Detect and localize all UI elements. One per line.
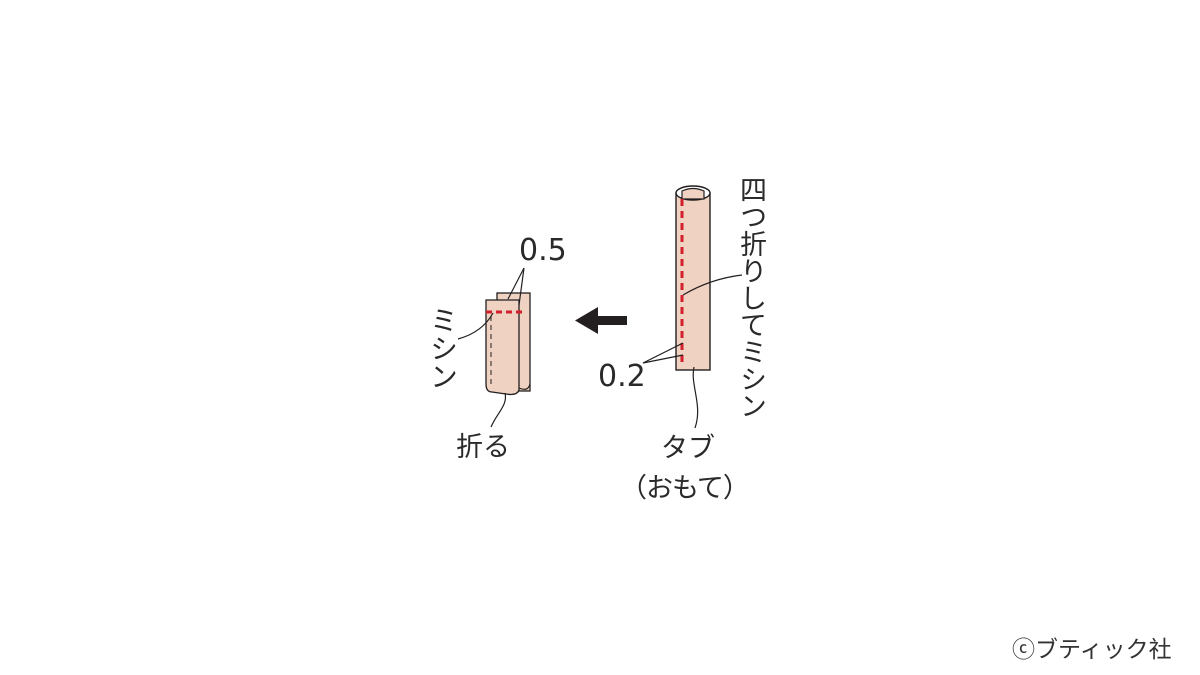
label-fold-four-stitch: 四つ折りしてミシン (735, 176, 766, 419)
tab-front-layer (485, 299, 520, 396)
tab-strip-fold-layer (681, 187, 705, 200)
label-seam-02: 0.2 (598, 359, 646, 394)
tab-strip-folded (675, 185, 711, 371)
leader-tab (692, 366, 699, 429)
label-tab: タブ (661, 433, 715, 464)
label-fold: 折る (456, 432, 510, 463)
leader-seam-02-b (642, 354, 684, 364)
direction-arrow-icon (575, 307, 627, 334)
leader-seam-05-b (518, 267, 525, 306)
leader-machine-stitch (457, 312, 494, 340)
copyright-credit: ⓒブティック社 (1012, 637, 1172, 663)
leader-seam-05-a (507, 267, 525, 300)
label-right-side: （おもて） (620, 473, 750, 504)
leader-seam-02-a (642, 342, 684, 364)
leader-fold-four (682, 274, 743, 296)
label-machine-stitch: ミシン (426, 306, 459, 390)
tab-fold-curve (518, 383, 531, 390)
tab-folded-half (485, 292, 531, 396)
tab-strip-body (675, 192, 711, 371)
leader-fold (490, 392, 507, 428)
label-seam-05: 0.5 (519, 233, 567, 268)
